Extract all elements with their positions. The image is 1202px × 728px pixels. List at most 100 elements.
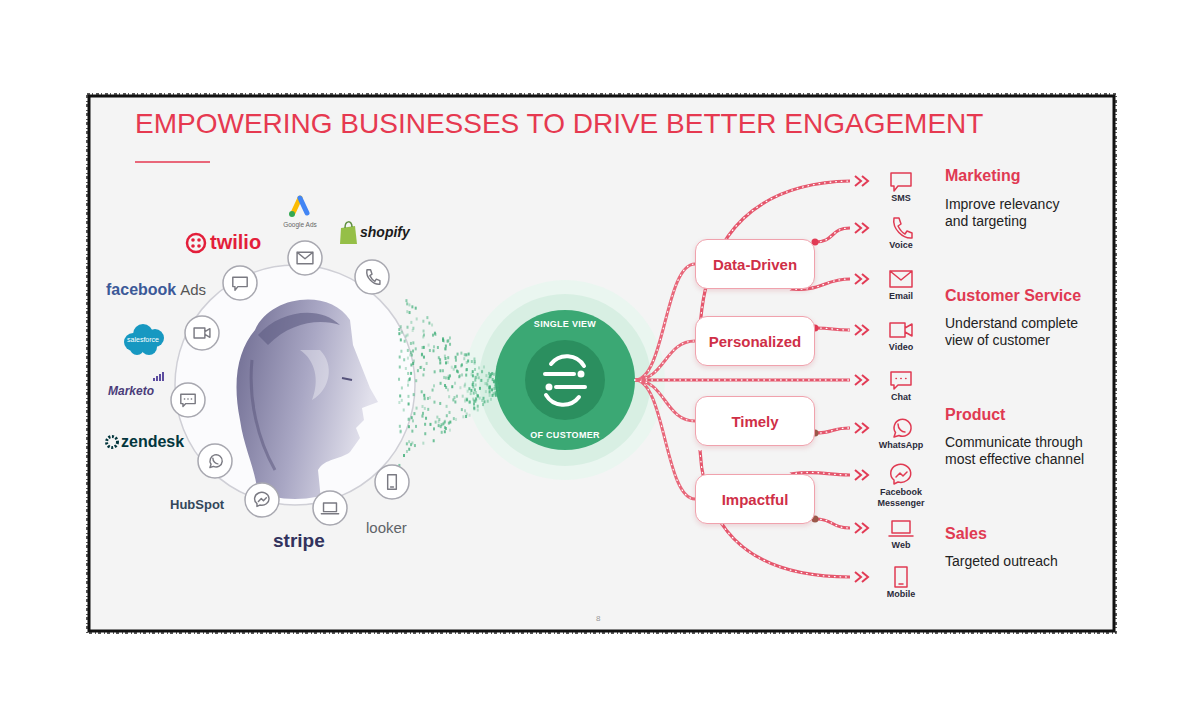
data-stream bbox=[447, 361, 449, 364]
data-stream bbox=[407, 395, 409, 398]
data-stream bbox=[416, 317, 418, 320]
data-stream bbox=[420, 366, 422, 369]
data-stream bbox=[444, 430, 446, 433]
channel-flow bbox=[815, 428, 850, 433]
data-stream bbox=[426, 316, 428, 319]
channel-flow bbox=[635, 378, 850, 381]
data-stream bbox=[437, 346, 439, 349]
segment-logo bbox=[546, 395, 579, 405]
team-heading: Customer Service bbox=[945, 286, 1081, 305]
data-stream bbox=[465, 368, 467, 371]
data-stream bbox=[494, 379, 496, 382]
data-stream bbox=[455, 418, 457, 421]
channel-icons bbox=[894, 419, 911, 437]
frame bbox=[87, 94, 1116, 633]
channel-ring bbox=[198, 444, 232, 478]
data-stream bbox=[477, 405, 479, 408]
data-stream bbox=[400, 338, 402, 341]
data-stream bbox=[433, 401, 435, 404]
google-ads-mark bbox=[289, 211, 295, 217]
team-text: Improve relevancy and targeting bbox=[945, 196, 1080, 230]
connector bbox=[635, 341, 695, 380]
shopify-mark bbox=[340, 226, 357, 244]
data-stream bbox=[475, 398, 477, 401]
marketo-bars bbox=[156, 376, 158, 381]
data-stream bbox=[434, 370, 436, 373]
data-stream bbox=[398, 401, 400, 404]
data-stream bbox=[421, 390, 423, 393]
data-stream bbox=[398, 299, 500, 467]
team-text: Communicate through most effective chann… bbox=[945, 434, 1110, 468]
twilio-mark bbox=[187, 234, 205, 252]
data-stream bbox=[398, 328, 400, 331]
data-stream bbox=[455, 356, 457, 359]
data-stream bbox=[399, 356, 401, 359]
channel-icons bbox=[890, 323, 912, 337]
data-stream bbox=[431, 323, 433, 326]
data-stream bbox=[420, 366, 422, 369]
data-stream bbox=[445, 345, 447, 348]
data-stream bbox=[474, 362, 476, 365]
data-stream bbox=[454, 400, 456, 403]
channel-flow bbox=[815, 519, 850, 528]
data-stream bbox=[452, 398, 454, 401]
channel-ring bbox=[245, 483, 279, 517]
data-stream bbox=[405, 299, 407, 302]
channel-ring bbox=[210, 455, 222, 468]
data-stream bbox=[407, 326, 409, 329]
data-stream bbox=[454, 365, 456, 368]
data-stream bbox=[475, 383, 477, 386]
data-stream bbox=[399, 394, 401, 397]
data-stream bbox=[429, 349, 431, 352]
data-stream bbox=[436, 416, 438, 419]
data-stream bbox=[472, 398, 474, 401]
data-stream bbox=[495, 393, 497, 396]
feature-box: Data-Driven bbox=[695, 239, 815, 289]
channel-ring bbox=[313, 491, 347, 525]
data-stream bbox=[495, 394, 497, 397]
data-stream bbox=[479, 397, 481, 400]
data-stream bbox=[441, 423, 443, 426]
data-stream bbox=[423, 394, 425, 397]
channel-flow bbox=[815, 228, 850, 242]
data-stream bbox=[423, 333, 425, 336]
data-stream bbox=[401, 331, 403, 334]
data-stream bbox=[411, 441, 413, 444]
data-stream bbox=[413, 412, 415, 415]
data-stream bbox=[424, 432, 426, 435]
data-stream bbox=[435, 421, 437, 424]
data-stream bbox=[465, 374, 467, 377]
data-stream bbox=[400, 350, 402, 353]
data-stream bbox=[433, 427, 435, 430]
data-stream bbox=[460, 352, 462, 355]
data-stream bbox=[403, 408, 405, 411]
data-stream bbox=[473, 392, 475, 395]
data-stream bbox=[427, 408, 429, 411]
logo-text: shopify bbox=[360, 224, 410, 241]
data-stream bbox=[449, 374, 451, 377]
title-text: EMPOWERING BUSINESSES TO DRIVE BETTER EN… bbox=[135, 107, 983, 141]
data-stream bbox=[468, 400, 470, 403]
channel-ring bbox=[367, 270, 380, 284]
data-stream bbox=[424, 423, 426, 426]
data-stream bbox=[428, 322, 430, 325]
box-label: Impactful bbox=[722, 491, 789, 508]
channel-ring bbox=[233, 277, 247, 290]
channel-flow bbox=[855, 274, 868, 284]
customer-face bbox=[300, 350, 329, 400]
data-stream bbox=[466, 368, 468, 371]
data-stream bbox=[407, 384, 409, 387]
data-stream bbox=[446, 340, 448, 343]
data-stream bbox=[433, 345, 435, 348]
data-stream bbox=[399, 366, 401, 369]
data-stream bbox=[497, 384, 499, 387]
google-ads-mark bbox=[300, 198, 307, 213]
data-stream bbox=[401, 386, 403, 389]
data-stream bbox=[410, 363, 412, 366]
data-stream bbox=[445, 386, 447, 389]
data-stream bbox=[410, 321, 412, 324]
marketo-bars bbox=[153, 378, 155, 381]
data-stream bbox=[474, 388, 476, 391]
connector bbox=[635, 341, 695, 380]
data-stream bbox=[473, 358, 475, 361]
